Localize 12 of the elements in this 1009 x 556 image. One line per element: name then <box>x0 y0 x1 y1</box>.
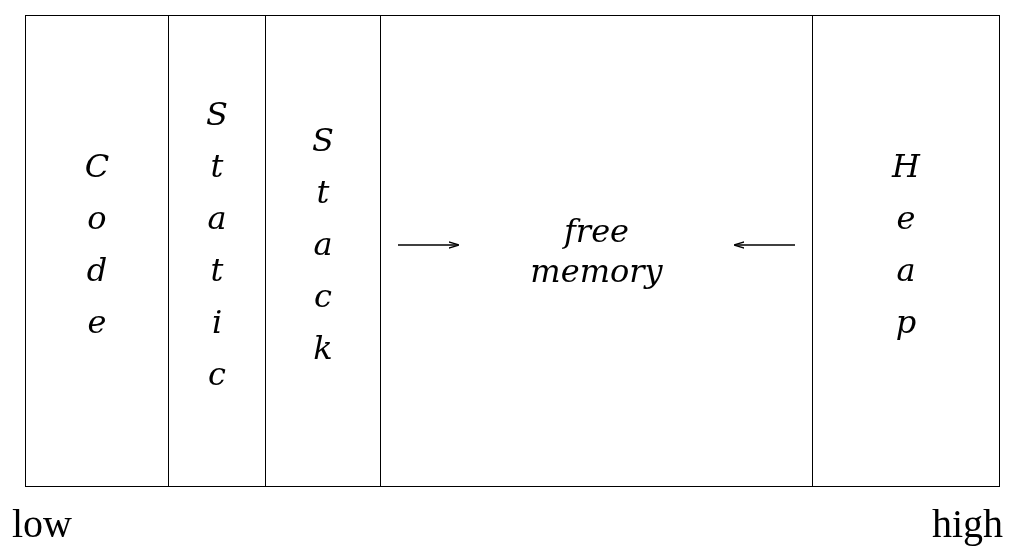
address-label: low <box>12 500 72 547</box>
segment-label: free memory <box>529 211 664 291</box>
segment-label: Static <box>201 95 233 407</box>
memory-segment <box>812 15 1000 487</box>
memory-segment <box>265 15 381 487</box>
memory-segment <box>380 15 813 487</box>
segment-label: Code <box>81 147 113 355</box>
segment-label: Stack <box>307 121 339 381</box>
memory-segment <box>25 15 169 487</box>
segment-label: Heap <box>890 147 922 355</box>
address-label: high <box>931 500 1003 547</box>
memory-segment <box>168 15 266 487</box>
